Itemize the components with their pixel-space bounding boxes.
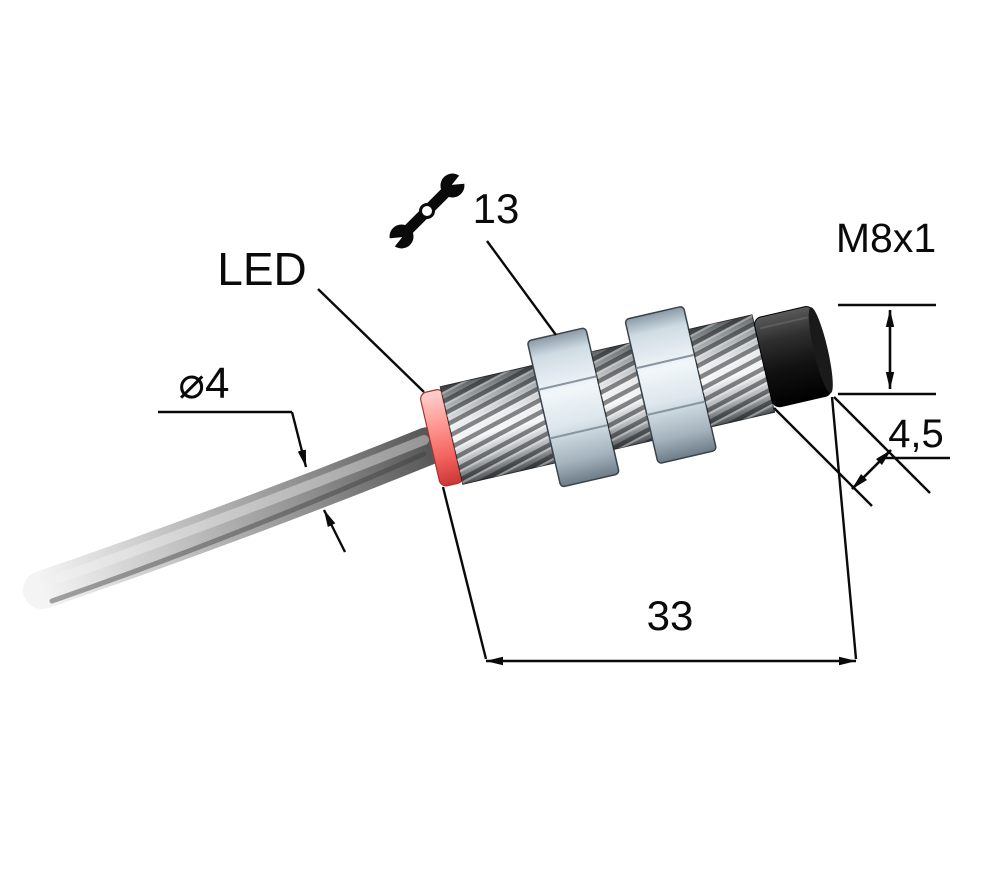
wrench-size-label: 13 [473, 185, 520, 232]
wrench-icon [378, 170, 476, 252]
cable-diameter-lower-arrow [322, 509, 347, 553]
body-length-ext-left [441, 486, 488, 660]
wrench-size-annotation: 13 [378, 170, 557, 336]
wrench-leader-line [486, 240, 557, 336]
thread-section-rear [439, 364, 556, 485]
thread-spec-dimension: M8x1 [836, 215, 936, 396]
sensor-cable [23, 427, 447, 609]
led-leader-line [317, 288, 425, 393]
tip-length-ext-rear [773, 407, 873, 507]
body-length-label: 33 [647, 592, 694, 639]
thread-section-front [688, 314, 776, 428]
led-label: LED [217, 243, 306, 295]
tip-length-dimension: 4,5 [773, 396, 950, 507]
sensor-body [420, 306, 833, 488]
cable-shadow-edge [49, 451, 427, 604]
tip-length-dim-line [851, 449, 892, 490]
body-length-dimension: 33 [441, 396, 858, 666]
tip-front-face [808, 307, 833, 394]
hex-nut-front [624, 306, 717, 464]
cable-body [23, 427, 447, 609]
tip-length-label: 4,5 [888, 412, 944, 456]
tip-length-ext-front [833, 396, 931, 494]
body-length-ext-right [830, 396, 858, 660]
cable-diameter-label: ⌀4 [179, 359, 230, 408]
cable-highlight [55, 435, 429, 583]
cable-diameter-upper-arrow [290, 411, 308, 468]
cable-diameter-dimension: ⌀4 [158, 359, 347, 553]
sensor-tip [754, 306, 833, 408]
thread-spec-label: M8x1 [836, 215, 936, 261]
